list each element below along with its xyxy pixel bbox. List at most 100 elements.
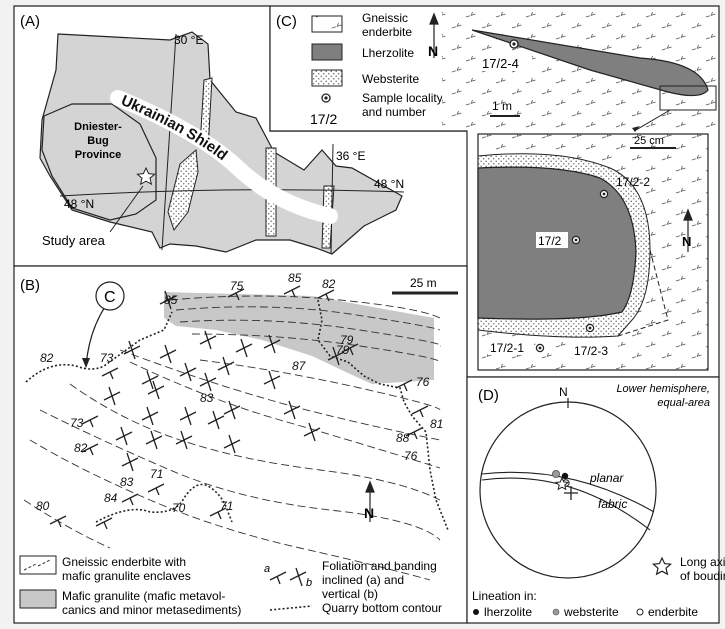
legend-b-quarry: Quarry bottom contour: [322, 601, 442, 615]
inset-pointer: [635, 109, 671, 131]
scale-c-label: 1 m: [492, 99, 512, 113]
projection-note-1: Lower hemisphere,: [616, 383, 710, 395]
sample-17-2-box: [536, 232, 568, 248]
foliation-trace-line: [129, 361, 441, 469]
foliation-trace-lines: [23, 295, 442, 581]
vertical-foliation-symbol: [115, 426, 133, 446]
sample-17-2-label: 17/2: [538, 234, 562, 248]
foliation-trace-line: [29, 439, 431, 581]
vertical-foliation-symbol: [123, 340, 141, 360]
legend-d-star-2: of boudin: [680, 569, 725, 583]
vertical-foliation-symbol: [121, 452, 139, 472]
legend-d-websterite: websterite: [563, 605, 619, 619]
dip-value-label: 84: [104, 491, 118, 505]
callout-c-label: C: [104, 289, 116, 306]
panel-d-label: (D): [478, 387, 499, 404]
dip-value-label: 85: [164, 293, 178, 307]
panel-b-label: (B): [20, 277, 40, 294]
inclined-foliation-symbol: [405, 427, 423, 440]
north-arrow-b-icon: [365, 480, 375, 522]
vertical-foliation-symbol: [147, 380, 165, 400]
legend-b-symbol-a: a: [264, 563, 270, 575]
legend-b-foliation-3: vertical (b): [322, 587, 378, 601]
scale-inset-label: 25 cm: [634, 135, 664, 147]
vertical-foliation-symbol: [145, 430, 163, 450]
lherzolite-boudin: [471, 29, 709, 97]
vertical-foliation-symbol: [263, 334, 281, 354]
north-arrow-inset-icon: [683, 208, 693, 252]
lherzolite-lineation-point: [561, 472, 569, 480]
projection-note-2: equal-area: [657, 397, 710, 409]
mafic-granulite-body: [164, 292, 434, 384]
sample-17-2-3-label: 17/2-3: [574, 344, 608, 358]
sample-17-2-4-box: [480, 55, 532, 71]
inclined-foliation-symbol: [81, 415, 99, 428]
callout-c-circle: [95, 281, 125, 311]
vertical-foliation-symbol: [159, 344, 177, 364]
inclined-foliation-symbol: [317, 289, 335, 302]
inclined-foliation-symbol: [283, 285, 301, 298]
meridian-36-line: [330, 143, 334, 255]
dip-value-label: 87: [292, 359, 307, 373]
inclined-foliation-symbol: [101, 367, 119, 380]
dip-value-label: 83: [120, 475, 134, 489]
foliation-trace-line: [175, 306, 441, 331]
panel-c-label: (C): [276, 13, 297, 30]
dip-value-label: 80: [36, 499, 50, 513]
ukrainian-shield-outline: [39, 31, 403, 255]
study-area-leader: [109, 185, 144, 233]
foliation-trace-line: [119, 349, 441, 441]
stereonet-north-label: N: [559, 385, 568, 399]
legend-d-enderbite-dot: [636, 608, 644, 616]
legend-b-inclined-icon: [269, 571, 287, 585]
dip-value-label: 73: [70, 416, 84, 430]
vertical-foliation-symbol: [217, 356, 235, 376]
north-arrow-c-icon: [429, 12, 439, 58]
sample-17-2-1-box: [488, 339, 534, 355]
sample-17-2-3-box: [572, 342, 618, 358]
legend-b-gneiss-swatch: [19, 555, 57, 575]
legend-d-lherzolite-dot: [473, 609, 479, 615]
vertical-foliation-symbol: [303, 422, 321, 442]
meridian-36-label: 36 °E: [336, 149, 365, 163]
inclined-foliation-symbol: [147, 483, 165, 496]
meridian-30-line: [161, 33, 177, 251]
legend-d-star-icon: [651, 556, 673, 576]
legend-c-websterite: Websterite: [362, 72, 419, 86]
vertical-foliation-symbol: [141, 406, 159, 426]
dniester-bug-label-3: Province: [75, 149, 121, 161]
inclined-foliation-symbol: [95, 517, 113, 530]
legend-d-enderbite: enderbite: [648, 605, 698, 619]
vertical-foliation-symbol: [223, 400, 241, 420]
sample-17-2-2-label: 17/2-2: [616, 175, 650, 189]
dip-value-label: 83: [200, 391, 214, 405]
dip-value-label: 73: [100, 351, 114, 365]
inclined-foliation-symbol: [121, 493, 139, 506]
legend-b-foliation-1: Foliation and banding: [322, 559, 437, 573]
foliation-trace-line: [179, 319, 442, 347]
legend-d-websterite-dot: [552, 608, 560, 616]
legend-c-sample-2: and number: [362, 105, 426, 119]
inset-marker-box: [659, 85, 717, 111]
dniester-bug-province: [41, 103, 157, 221]
panel-a-label: (A): [20, 13, 40, 30]
dip-value-label: 79: [340, 333, 354, 347]
inclined-foliation-symbol: [227, 288, 245, 301]
vertical-foliation-symbol: [223, 434, 241, 454]
planar-fabric-great-circle-1: [481, 471, 655, 513]
legend-b-quarry-icon: [269, 605, 313, 611]
foliation-trace-line: [199, 359, 441, 411]
panel-d: (D) Lower hemisphere, equal-area N plana…: [472, 383, 725, 619]
north-inset-label: N: [682, 234, 691, 249]
parallel-48-label-east: 48 °N: [374, 177, 404, 191]
dip-value-label: 71: [150, 467, 163, 481]
vertical-foliation-symbol: [283, 400, 301, 420]
inclined-foliation-symbol: [81, 443, 99, 456]
dip-value-label: 82: [322, 277, 336, 291]
dip-value-label: 76: [404, 449, 418, 463]
dip-value-label: 71: [220, 499, 233, 513]
parallel-48-line: [59, 189, 405, 197]
